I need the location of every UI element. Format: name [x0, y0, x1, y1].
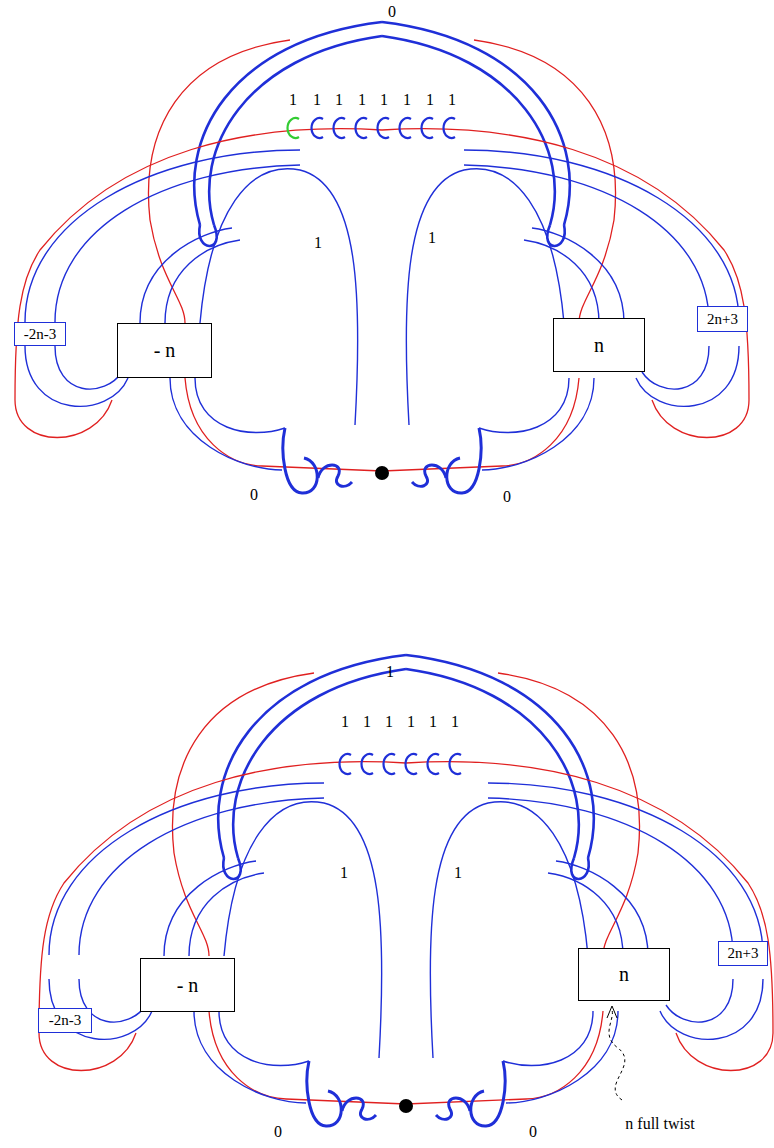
framing-number: 1 [289, 92, 297, 108]
twist-count: - n [154, 339, 176, 362]
twist-count: -2n-3 [49, 1012, 82, 1029]
framing-number: 1 [380, 92, 388, 108]
twist-box: n [578, 948, 670, 1001]
framing-number: 1 [428, 230, 436, 246]
framing-number: 1 [385, 714, 393, 730]
twist-box: n [553, 318, 645, 372]
twist-box: 2n+3 [718, 941, 768, 966]
twist-count: n [594, 334, 604, 357]
framing-number: 0 [503, 489, 511, 505]
twist-box: - n [140, 958, 235, 1012]
twist-count: -2n-3 [24, 326, 57, 343]
framing-number: 1 [454, 865, 462, 881]
framing-number: 0 [388, 4, 396, 20]
framing-number: 1 [314, 235, 322, 251]
framing-number: 1 [340, 865, 348, 881]
twist-box: 2n+3 [697, 306, 748, 332]
framing-number: 1 [363, 714, 371, 730]
framing-number: 0 [250, 487, 258, 503]
framing-number: n full twist [625, 1116, 694, 1132]
twist-count: - n [177, 974, 199, 997]
framing-number: 1 [407, 714, 415, 730]
framing-number: 1 [341, 714, 349, 730]
framing-number: 1 [403, 92, 411, 108]
twist-box: -2n-3 [14, 322, 66, 346]
twist-box: - n [117, 323, 212, 378]
framing-number: 1 [426, 92, 434, 108]
framing-number: 1 [448, 92, 456, 108]
twist-count: n [619, 963, 629, 986]
framing-number: 1 [451, 714, 459, 730]
framing-number: 1 [386, 664, 394, 680]
twist-count: 2n+3 [707, 311, 738, 328]
twist-box: -2n-3 [38, 1008, 92, 1033]
framing-number: 0 [529, 1124, 537, 1140]
framing-number: 1 [358, 92, 366, 108]
framing-number: 1 [335, 92, 343, 108]
framing-number: 1 [313, 92, 321, 108]
framing-number: 1 [429, 714, 437, 730]
framing-number: 0 [274, 1124, 282, 1140]
twist-count: 2n+3 [728, 945, 759, 962]
